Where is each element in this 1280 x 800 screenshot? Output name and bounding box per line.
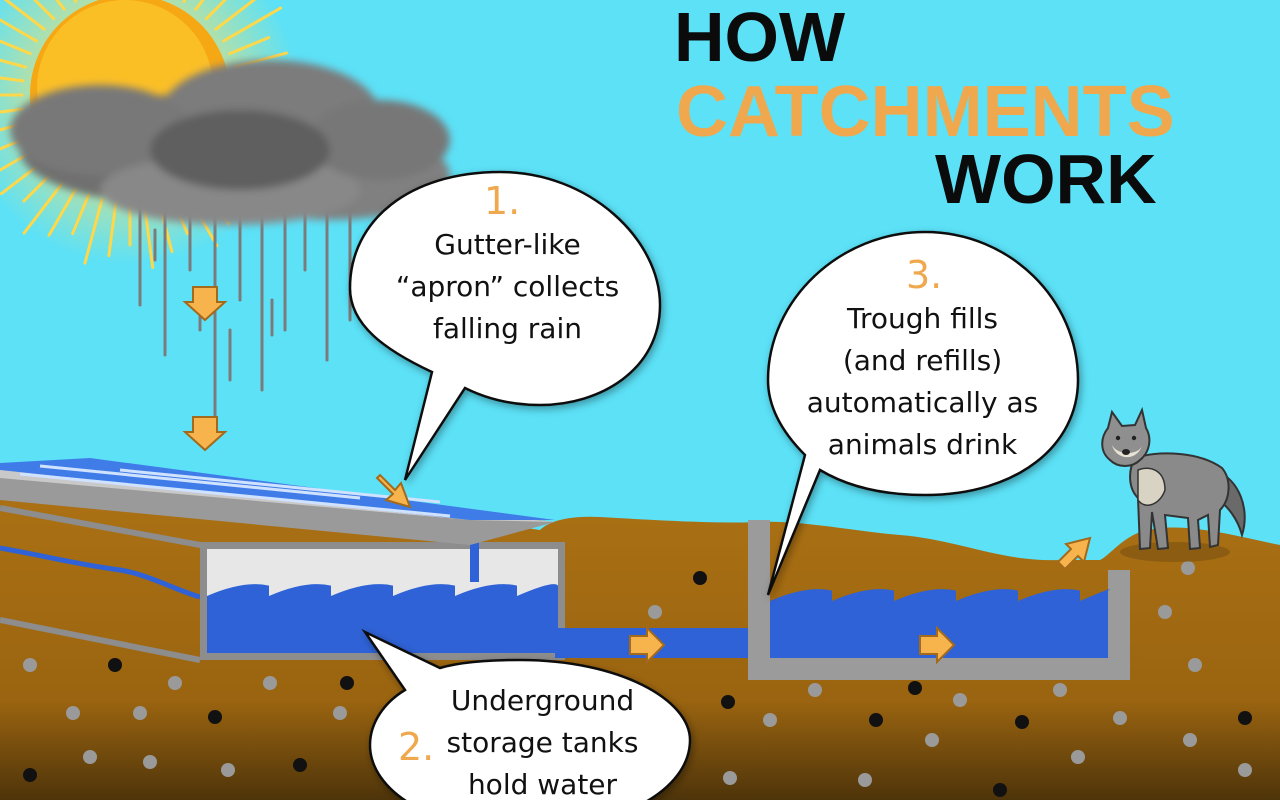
pebble bbox=[1188, 658, 1202, 672]
soil-pebbles bbox=[23, 561, 1252, 797]
pebble bbox=[1158, 605, 1172, 619]
pebble bbox=[1238, 711, 1252, 725]
pebble bbox=[66, 706, 80, 720]
flow-arrow-icon bbox=[919, 625, 956, 665]
pebble bbox=[1181, 561, 1195, 575]
pebble bbox=[723, 771, 737, 785]
pebble bbox=[721, 695, 735, 709]
storage-tank bbox=[200, 542, 565, 660]
pebble bbox=[693, 571, 707, 585]
step-1-line: Gutter-like bbox=[434, 228, 581, 261]
step-3-line: (and refills) bbox=[842, 344, 1003, 377]
title-line-catchments: CATCHMENTS bbox=[676, 72, 1175, 152]
step-1-text: Gutter-like “apron” collects falling rai… bbox=[395, 224, 620, 350]
flow-arrow-icon bbox=[182, 416, 228, 452]
speech-bubbles bbox=[348, 170, 1080, 800]
pebble bbox=[1238, 763, 1252, 777]
pebble bbox=[168, 676, 182, 690]
pebble bbox=[208, 710, 222, 724]
flow-arrows bbox=[182, 286, 1092, 665]
step-3-line: automatically as bbox=[806, 386, 1039, 419]
flow-arrow-icon bbox=[629, 625, 666, 665]
pebble bbox=[925, 733, 939, 747]
rain-cloud-icon bbox=[10, 60, 450, 225]
step-3-text: Trough fills (and refills) automatically… bbox=[780, 298, 1065, 466]
rain-apron bbox=[0, 458, 555, 545]
pebble bbox=[869, 713, 883, 727]
step-1-line: falling rain bbox=[433, 312, 582, 345]
pebble bbox=[143, 755, 157, 769]
bubble-step-3 bbox=[766, 230, 1080, 596]
pebble bbox=[1183, 733, 1197, 747]
step-3-line: Trough fills bbox=[847, 302, 998, 335]
flow-arrow-icon bbox=[1056, 536, 1092, 571]
step-2-line: hold water bbox=[467, 768, 618, 800]
pebble bbox=[333, 706, 347, 720]
step-1-line: “apron” collects bbox=[395, 270, 620, 303]
pebble bbox=[108, 658, 122, 672]
step-2-line: Underground bbox=[450, 684, 635, 717]
pebble bbox=[263, 676, 277, 690]
flow-arrow-icon bbox=[182, 286, 228, 322]
pebble bbox=[1113, 711, 1127, 725]
pebble bbox=[23, 658, 37, 672]
pebble bbox=[858, 773, 872, 787]
pebble bbox=[1053, 683, 1067, 697]
title-line-work: WORK bbox=[935, 140, 1157, 218]
step-2-text: Underground storage tanks hold water bbox=[430, 680, 655, 800]
step-1-number: 1. bbox=[484, 179, 521, 223]
pebble bbox=[133, 706, 147, 720]
pebble bbox=[23, 768, 37, 782]
pebble bbox=[648, 605, 662, 619]
pebble bbox=[908, 681, 922, 695]
step-3-number: 3. bbox=[906, 253, 943, 297]
pebble bbox=[808, 683, 822, 697]
pebble bbox=[221, 763, 235, 777]
title-line-how: HOW bbox=[674, 0, 846, 76]
pebble bbox=[1015, 715, 1029, 729]
downspout bbox=[470, 520, 479, 582]
bubble-step-1 bbox=[348, 170, 662, 481]
pebble bbox=[953, 693, 967, 707]
pebble bbox=[993, 783, 1007, 797]
step-2-line: storage tanks bbox=[446, 726, 639, 759]
pebble bbox=[340, 676, 354, 690]
pebble bbox=[1071, 750, 1085, 764]
step-3-line: animals drink bbox=[827, 428, 1018, 461]
bubble-step-2 bbox=[361, 628, 692, 800]
step-2-number: 2. bbox=[398, 725, 435, 769]
water-trough bbox=[748, 520, 1130, 680]
pebble bbox=[293, 758, 307, 772]
pebble bbox=[763, 713, 777, 727]
flow-arrow-icon bbox=[375, 473, 412, 509]
wolf-icon bbox=[1101, 406, 1246, 562]
pebble bbox=[83, 750, 97, 764]
rain-streaks bbox=[138, 193, 352, 427]
